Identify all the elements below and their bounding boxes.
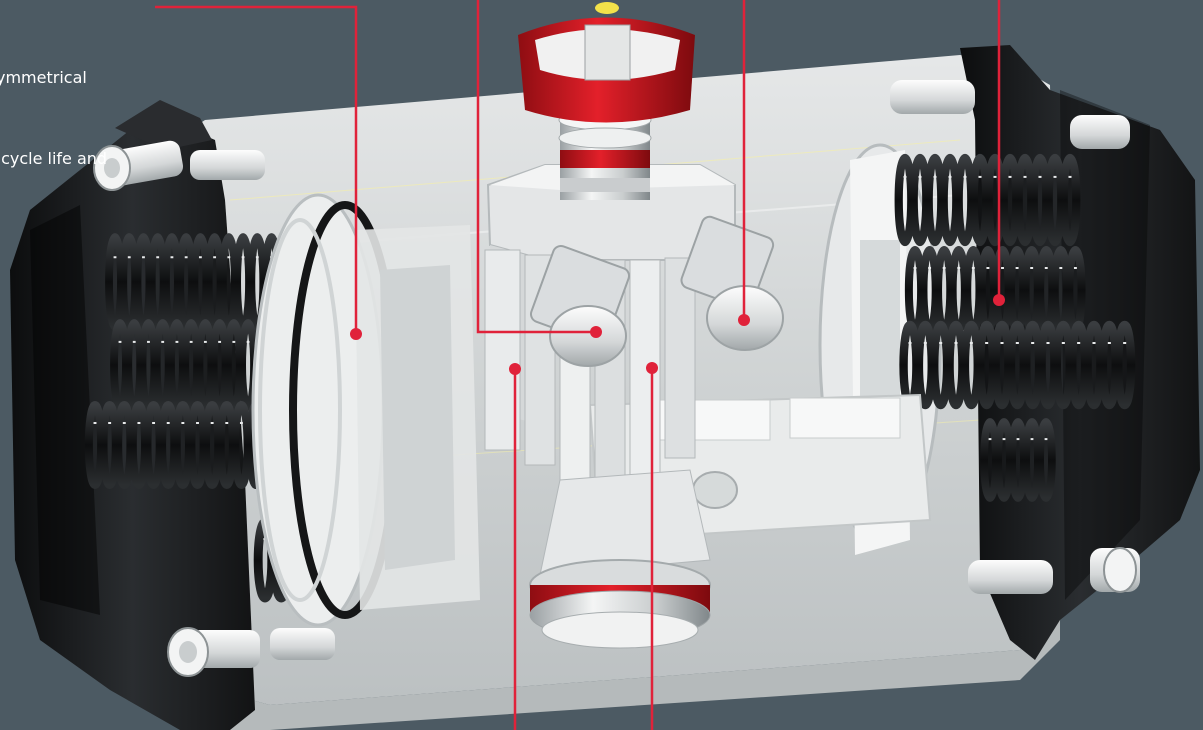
spring-coil — [1114, 320, 1136, 410]
callout-dot-icon — [993, 294, 1005, 306]
caption-line-2: cycle life and — [0, 149, 108, 168]
left-guide-bolt — [529, 244, 631, 367]
callout-lines — [155, 0, 1005, 730]
pinion-gear — [484, 249, 696, 481]
bolt-icon — [890, 80, 975, 114]
bolt-icon — [968, 560, 1053, 594]
bolt-icon — [1070, 115, 1130, 149]
pinion-housing — [484, 164, 736, 481]
bolt-icon — [190, 150, 265, 180]
bolt-icon — [1090, 547, 1140, 593]
left-piston — [251, 193, 480, 627]
right-cap-bolts — [890, 80, 1140, 594]
callout-right-guide-bolt — [738, 0, 750, 326]
bolt-icon — [270, 628, 335, 660]
callout-dot-icon — [646, 362, 658, 374]
caption-line-1: ymmetrical — [0, 68, 87, 87]
right-spring-pack — [894, 153, 1136, 502]
callout-dot-icon — [350, 328, 362, 340]
callout-pinion-left — [509, 363, 521, 730]
bolt-icon — [93, 140, 184, 191]
callout-dot-icon — [590, 326, 602, 338]
right-guide-bolt — [680, 215, 784, 351]
drive-shaft-bottom — [529, 469, 711, 649]
position-indicator — [518, 2, 695, 123]
feature-caption: ymmetrical cycle life and — [0, 10, 111, 199]
callout-left-guide-bolt — [476, 0, 602, 338]
spring-coil — [1059, 153, 1081, 247]
callout-piston-o-ring — [155, 5, 362, 340]
callout-dot-icon — [509, 363, 521, 375]
callout-dot-icon — [738, 314, 750, 326]
callout-pinion-right — [646, 362, 658, 730]
spring-coil — [1036, 418, 1056, 502]
callout-spring-cartridge — [993, 0, 1005, 306]
left-cap-bolts — [93, 140, 335, 677]
bolt-icon — [167, 627, 260, 677]
